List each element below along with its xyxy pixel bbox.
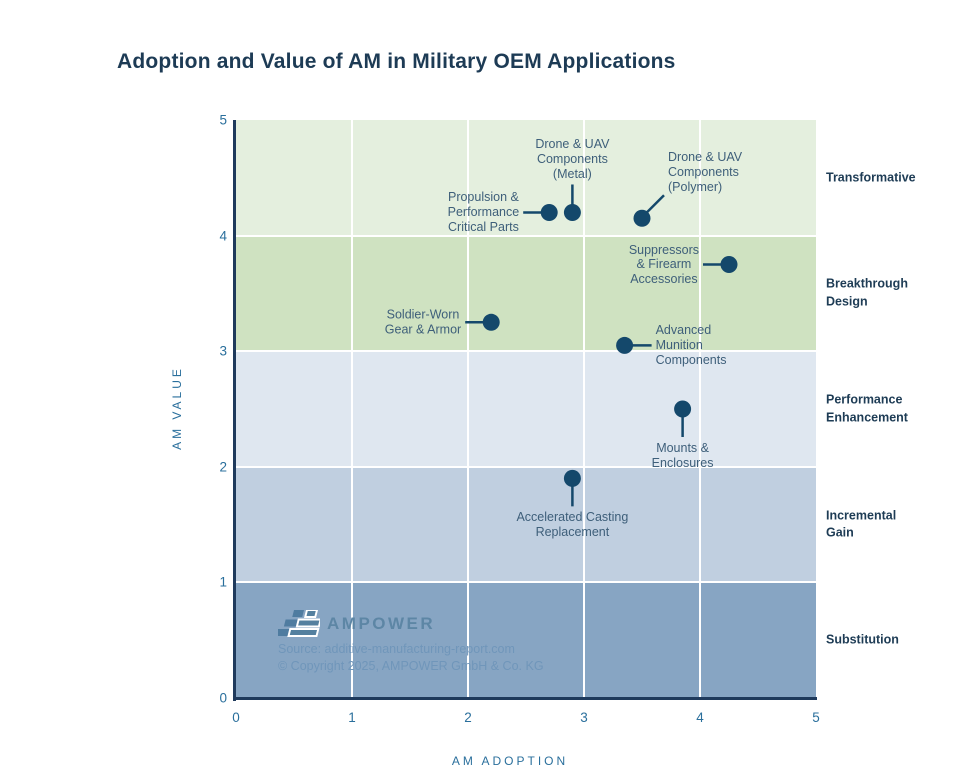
ampower-logo-icon — [278, 610, 320, 637]
band-label: Incremental Gain — [826, 508, 897, 540]
x-axis-title: AM ADOPTION — [451, 754, 569, 768]
band-label: Breakthrough Design — [826, 276, 908, 309]
band — [236, 466, 816, 583]
y-tick-label: 3 — [219, 343, 227, 359]
band — [236, 120, 816, 236]
x-gridline — [351, 120, 353, 698]
band-label: Transformative — [826, 170, 916, 185]
point-label: Advanced Munition Components — [655, 323, 727, 367]
x-tick-label: 3 — [580, 710, 588, 725]
y-gridline — [236, 350, 816, 353]
y-axis-title: AM VALUE — [170, 366, 184, 450]
source-text: Source: additive-manufacturing-report.co… — [278, 642, 515, 656]
band — [236, 351, 816, 467]
y-tick-label: 2 — [219, 459, 227, 475]
band — [236, 235, 816, 352]
x-tick-label: 0 — [232, 710, 240, 725]
point-label: Drone & UAV Components (Metal) — [535, 137, 610, 181]
x-tick-label: 1 — [348, 710, 356, 725]
band-label: Substitution — [826, 632, 899, 647]
y-gridline — [236, 581, 816, 584]
y-gridline — [236, 465, 816, 468]
band-label: Performance Enhancement — [826, 392, 908, 425]
y-axis-line — [233, 120, 236, 701]
copyright-text: © Copyright 2025, AMPOWER GmbH & Co. KG — [278, 659, 544, 673]
x-tick-label: 2 — [464, 710, 472, 725]
point-label: Soldier-Worn Gear & Armor — [384, 307, 462, 337]
y-gridline — [236, 234, 816, 237]
point-label: Mounts & Enclosures — [651, 441, 714, 470]
x-axis-line — [233, 697, 817, 700]
point-label: Drone & UAV Components (Polymer) — [668, 150, 743, 194]
x-gridline — [583, 120, 585, 698]
point-label: Propulsion & Performance Critical Parts — [447, 190, 520, 234]
ampower-logo-text: AMPOWER — [327, 613, 436, 633]
band — [236, 582, 816, 698]
x-gridline — [467, 120, 469, 698]
x-tick-label: 5 — [812, 710, 820, 725]
x-gridline — [699, 120, 701, 698]
chart-title: Adoption and Value of AM in Military OEM… — [117, 50, 676, 73]
point-label: Suppressors & Firearm Accessories — [628, 242, 699, 286]
y-tick-label: 0 — [219, 690, 227, 706]
y-tick-label: 5 — [219, 112, 227, 128]
y-tick-label: 4 — [219, 228, 227, 244]
chart-footer: AMPOWER Source: additive-manufacturing-r… — [278, 610, 544, 673]
point-label: Accelerated Casting Replacement — [516, 510, 629, 540]
y-tick-label: 1 — [219, 574, 227, 590]
x-tick-label: 4 — [696, 710, 704, 725]
